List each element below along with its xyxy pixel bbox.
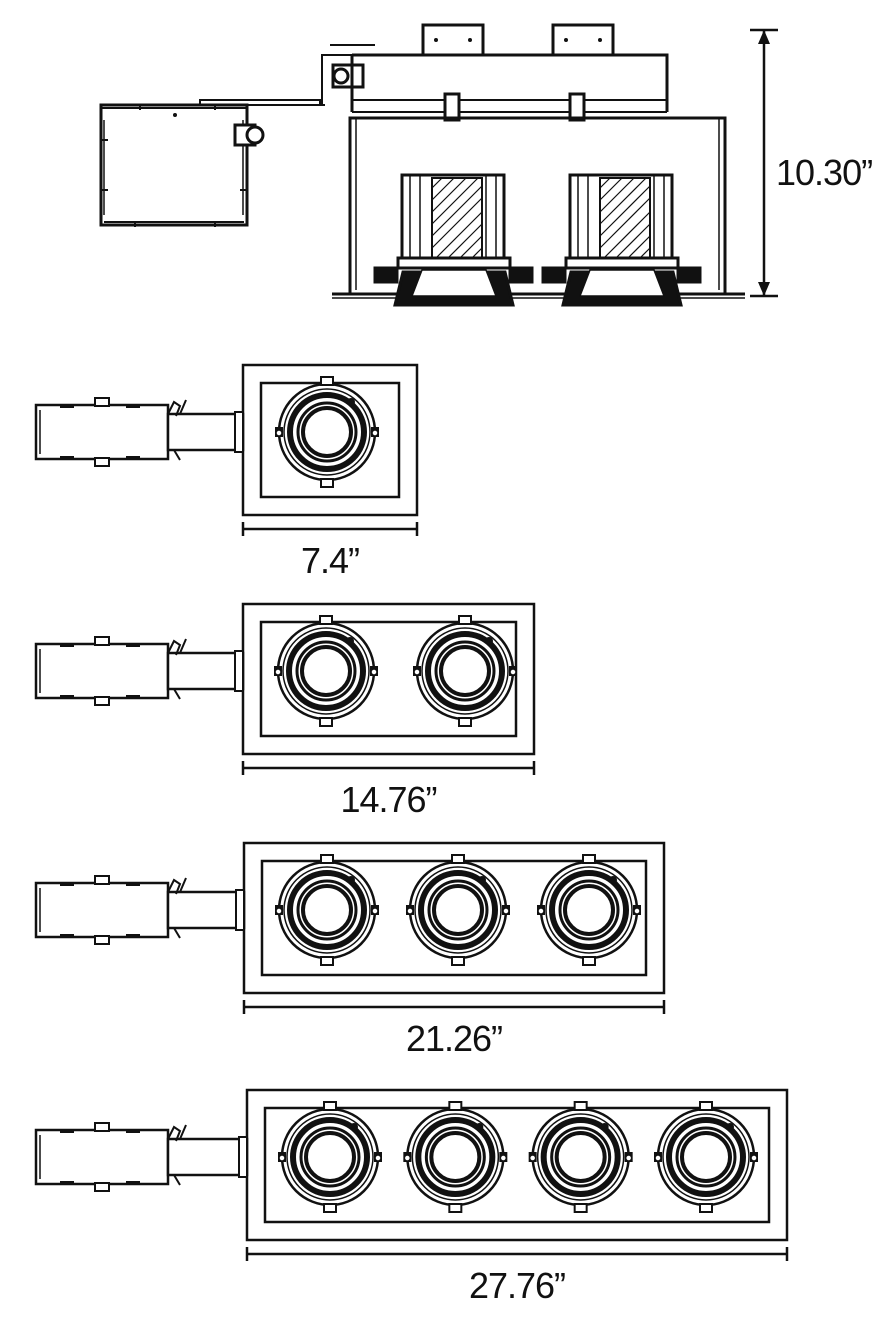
lamp-head bbox=[413, 615, 517, 727]
junction-box bbox=[99, 103, 265, 227]
lamp-module-left bbox=[373, 173, 534, 307]
plan-view-4-head: 27.76” bbox=[34, 1088, 789, 1306]
width-label: 21.26” bbox=[406, 1018, 502, 1059]
trim-aperture bbox=[263, 1106, 771, 1224]
lamp-head bbox=[654, 1101, 758, 1213]
lamp-head bbox=[275, 854, 379, 966]
width-label: 27.76” bbox=[469, 1265, 565, 1306]
upper-frame bbox=[350, 23, 669, 122]
lamp-head bbox=[528, 1101, 633, 1213]
plan-views: 7.4” 14.76” 21.26” 27.76” bbox=[34, 363, 789, 1306]
lamp-head bbox=[537, 854, 641, 966]
driver-box bbox=[34, 636, 245, 706]
width-label: 14.76” bbox=[340, 779, 436, 820]
lamp-head bbox=[274, 615, 378, 727]
driver-box bbox=[34, 397, 245, 467]
side-elevation-view bbox=[99, 23, 778, 307]
lamp-head bbox=[275, 376, 379, 488]
lamp-head bbox=[406, 854, 510, 966]
driver-box bbox=[34, 1122, 249, 1192]
lamp-head bbox=[278, 1101, 382, 1213]
trim-aperture bbox=[259, 620, 518, 738]
lamp-head bbox=[403, 1101, 508, 1213]
width-dimension: 21.26” bbox=[242, 1000, 666, 1059]
height-label: 10.30” bbox=[776, 152, 872, 193]
width-dimension: 14.76” bbox=[241, 761, 536, 820]
width-label: 7.4” bbox=[301, 540, 359, 581]
driver-box bbox=[34, 875, 246, 945]
width-dimension: 27.76” bbox=[245, 1247, 789, 1306]
width-dimension: 7.4” bbox=[241, 522, 419, 581]
mounting-arm bbox=[199, 44, 375, 106]
height-dimension bbox=[750, 28, 778, 298]
plan-view-2-head: 14.76” bbox=[34, 602, 536, 820]
plan-view-1-head: 7.4” bbox=[34, 363, 419, 581]
plan-view-3-head: 21.26” bbox=[34, 841, 666, 1059]
lamp-module-right bbox=[541, 173, 702, 307]
